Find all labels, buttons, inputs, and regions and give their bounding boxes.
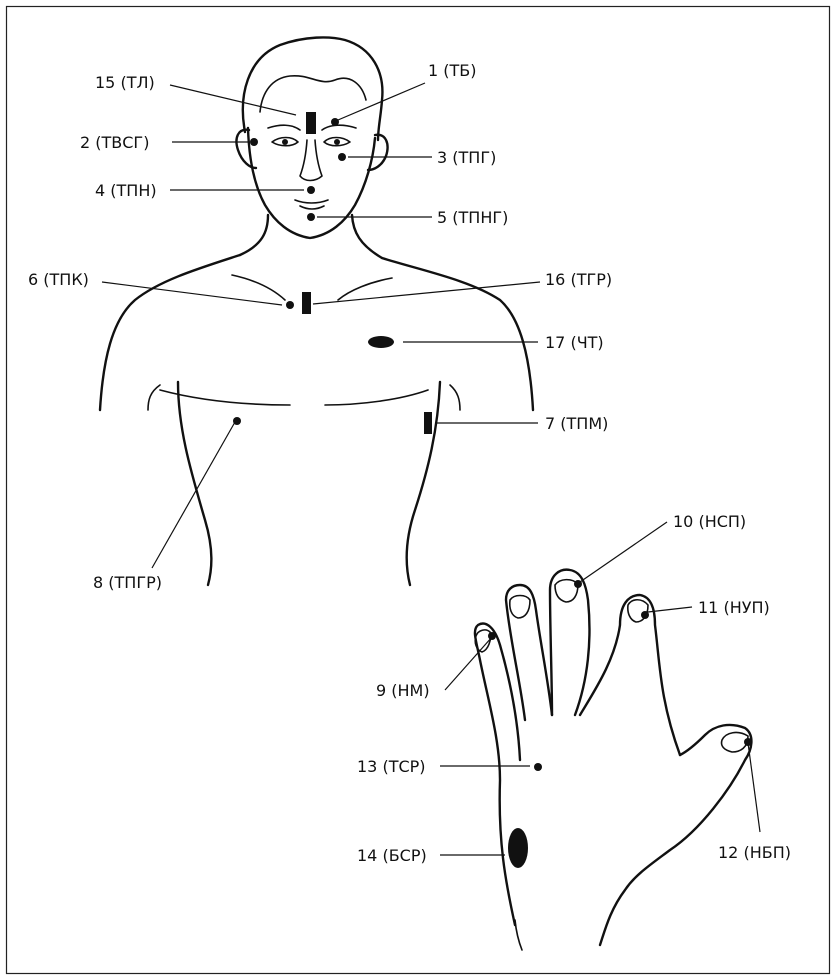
label-15-tl: 15 (ТЛ)	[95, 73, 155, 92]
marker-13-tsr	[534, 763, 542, 771]
label-5-tpng: 5 (ТПНГ)	[437, 208, 508, 227]
hand-figure	[475, 570, 751, 950]
marker-14-bsr	[508, 828, 528, 868]
marker-3-tpg	[338, 153, 346, 161]
label-8-tpgr: 8 (ТПГР)	[93, 573, 162, 592]
marker-12-nbp	[744, 738, 752, 746]
marker-1-tb	[331, 118, 339, 126]
label-7-tpm: 7 (ТПМ)	[545, 414, 608, 433]
label-16-tgr: 16 (ТГР)	[545, 270, 612, 289]
marker-4-tpn	[307, 186, 315, 194]
label-1-tb: 1 (ТБ)	[428, 61, 477, 80]
label-12-nbp: 12 (НБП)	[718, 843, 791, 862]
label-2-tvsg: 2 (ТВСГ)	[80, 133, 149, 152]
leader-lines	[102, 83, 760, 855]
marker-8-tpgr	[233, 417, 241, 425]
marker-5-tpng	[307, 213, 315, 221]
marker-6-tpk	[286, 301, 294, 309]
label-3-tpg: 3 (ТПГ)	[437, 148, 496, 167]
marker-10-nsp	[574, 580, 582, 588]
label-9-nm: 9 (НМ)	[376, 681, 430, 700]
label-4-tpn: 4 (ТПН)	[95, 181, 157, 200]
label-13-tsr: 13 (ТСР)	[357, 757, 426, 776]
marker-9-nm	[488, 632, 496, 640]
torso-figure	[100, 37, 533, 585]
label-11-nup: 11 (НУП)	[698, 598, 770, 617]
marker-2-tvsg	[250, 138, 258, 146]
marker-11-nup	[641, 611, 649, 619]
label-14-bsr: 14 (БСР)	[357, 846, 427, 865]
label-10-nsp: 10 (НСП)	[673, 512, 746, 531]
marker-16-tgr	[302, 292, 311, 314]
label-17-cht: 17 (ЧТ)	[545, 333, 604, 352]
marker-15-tl	[306, 112, 316, 134]
label-6-tpk: 6 (ТПК)	[28, 270, 89, 289]
marker-17-cht	[368, 336, 394, 348]
marker-7-tpm	[424, 412, 432, 434]
